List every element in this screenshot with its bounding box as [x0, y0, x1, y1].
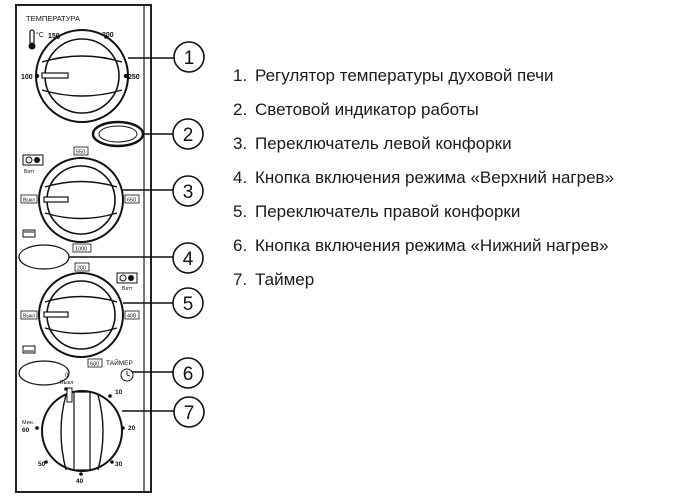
legend-number: 5. — [233, 202, 248, 221]
top-heat-button[interactable] — [18, 244, 70, 270]
callout-4: 4 — [172, 242, 204, 274]
right-burner-mark-200: 200 — [77, 266, 86, 272]
left-burner-mark-off: Выкл — [23, 198, 35, 204]
timer-mark-50: 50 — [38, 461, 46, 468]
callout-2: 2 — [172, 118, 204, 150]
leader-lines — [69, 57, 175, 412]
right-burner-mark-off: Выкл — [23, 314, 35, 320]
legend-number: 1. — [233, 66, 248, 85]
top-heat-icon — [22, 229, 36, 238]
legend-text: Кнопка включения режима «Нижний нагрев» — [255, 236, 609, 255]
clock-icon — [120, 368, 134, 382]
legend-item: 7. Таймер — [233, 268, 614, 302]
callout-7: 7 — [173, 396, 205, 428]
left-burner-icon — [22, 154, 44, 166]
svg-text:1: 1 — [184, 48, 195, 69]
legend-number: 4. — [233, 168, 248, 187]
bottom-heat-button[interactable] — [18, 360, 70, 386]
callout-3: 3 — [172, 175, 204, 207]
legend-text: Кнопка включения режима «Верхний нагрев» — [255, 168, 615, 187]
legend-text: Переключатель правой конфорки — [255, 202, 521, 221]
temp-mark-100: 100 — [21, 74, 33, 81]
left-burner-knob[interactable] — [38, 157, 124, 243]
legend-text: Переключатель левой конфорки — [255, 134, 512, 153]
timer-title: ТАЙМЕР — [106, 358, 133, 367]
legend-text: Регулятор температуры духовой печи — [255, 66, 554, 85]
left-burner-mark-1000: 1000 — [75, 247, 87, 253]
right-burner-mark-box-400 — [124, 310, 140, 320]
timer-mark-60: 60 — [22, 427, 30, 434]
svg-text:°C: °C — [36, 31, 44, 39]
temperature-title: ТЕМПЕРАТУРА — [26, 14, 80, 23]
left-burner-mark-box-550 — [73, 146, 89, 156]
right-burner-knob[interactable] — [38, 272, 124, 358]
left-watt-label: Ватт — [24, 169, 35, 175]
svg-text:2: 2 — [183, 125, 194, 146]
timer-mark-40: 40 — [76, 478, 84, 485]
callout-6: 6 — [172, 357, 204, 389]
svg-text:5: 5 — [183, 294, 194, 315]
left-burner-mark-650: 650 — [127, 198, 136, 204]
legend-number: 3. — [233, 134, 248, 153]
right-burner-icon — [116, 272, 138, 284]
right-burner-mark-box-off — [20, 310, 38, 320]
legend-item: 5. Переключатель правой конфорки — [233, 200, 614, 234]
callout-1: 1 — [173, 41, 205, 73]
left-burner-mark-box-off — [20, 194, 38, 204]
bottom-heat-icon — [22, 345, 36, 354]
legend-list: 1. Регулятор температуры духовой печи 2. С… — [233, 64, 614, 302]
timer-mark-min: Мин. — [22, 420, 35, 426]
temp-mark-200: 200 — [102, 32, 114, 39]
legend-item: 6. Кнопка включения режима «Нижний нагрев… — [233, 234, 614, 268]
svg-text:7: 7 — [184, 403, 195, 424]
legend-number: 6. — [233, 236, 248, 255]
svg-text:6: 6 — [183, 364, 194, 385]
timer-mark-30: 30 — [115, 461, 123, 468]
temp-mark-250: 250 — [128, 74, 140, 81]
temperature-knob[interactable] — [34, 29, 129, 123]
legend-item: 4. Кнопка включения режима «Верхний нагре… — [233, 166, 614, 200]
power-indicator-light — [91, 120, 145, 148]
timer-mark-20: 20 — [128, 425, 136, 432]
right-burner-mark-box-200 — [74, 262, 90, 272]
legend-item: 3. Переключатель левой конфорки — [233, 132, 614, 166]
left-burner-mark-box-1000 — [72, 243, 92, 253]
thermometer-icon: °C — [28, 29, 44, 50]
right-burner-mark-600: 600 — [90, 362, 99, 368]
legend-item: 2. Световой индикатор работы — [233, 98, 614, 132]
legend-number: 2. — [233, 100, 248, 119]
right-burner-mark-400: 400 — [127, 314, 136, 320]
right-watt-label: Ватт — [122, 286, 133, 292]
timer-mark-10: 10 — [115, 389, 123, 396]
legend-item: 1. Регулятор температуры духовой печи — [233, 64, 614, 98]
left-burner-mark-box-650 — [124, 194, 140, 204]
timer-mark-off: Выкл — [60, 380, 73, 386]
left-burner-mark-550: 550 — [76, 150, 85, 156]
right-burner-mark-box-600 — [87, 358, 103, 368]
svg-text:3: 3 — [183, 182, 194, 203]
svg-text:4: 4 — [183, 249, 194, 270]
timer-mark-0: 0 — [65, 373, 69, 379]
legend-text: Таймер — [255, 270, 315, 289]
timer-knob[interactable] — [35, 387, 125, 476]
legend-number: 7. — [233, 270, 248, 289]
temp-mark-150: 150 — [48, 33, 60, 40]
legend-text: Световой индикатор работы — [255, 100, 479, 119]
callout-5: 5 — [172, 287, 204, 319]
